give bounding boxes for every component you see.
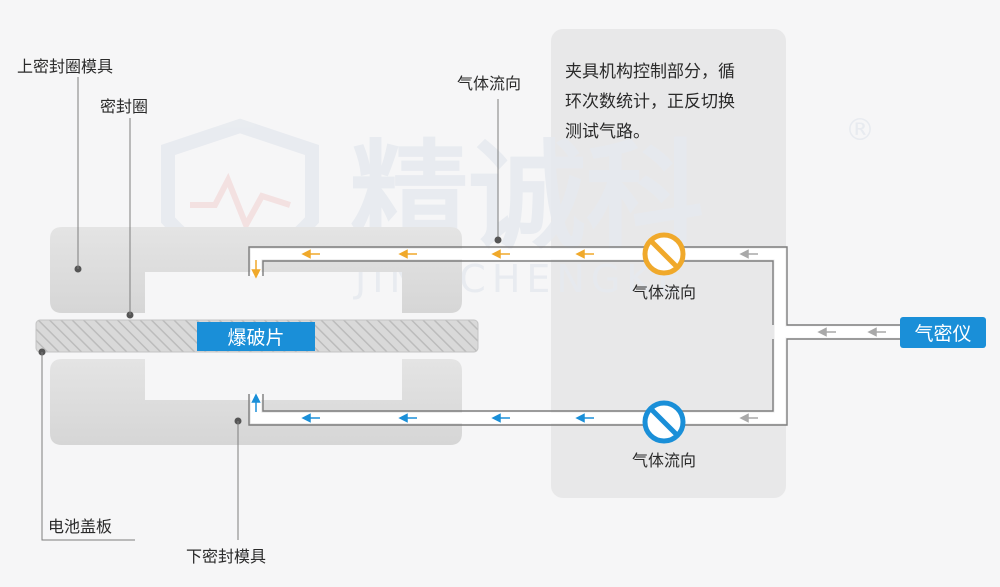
flow-arrow-up: [251, 393, 261, 412]
upper-flow-arrows: [251, 249, 594, 279]
flow-arrow-left: [491, 249, 510, 259]
upper-mold-label: 上密封圈模具: [17, 57, 113, 76]
rupture-disc-label: 爆破片: [227, 327, 284, 349]
flow-arrow-left: [398, 413, 417, 423]
flow-arrow-left: [575, 249, 594, 259]
flow-arrow-left: [398, 249, 417, 259]
battery-cover-label: 电池盖板: [48, 517, 112, 536]
lower-mold-label: 下密封模具: [186, 547, 266, 566]
gas-flow-lower-valve-label: 气体流向: [632, 451, 696, 470]
gas-flow-upper-valve-label: 气体流向: [632, 283, 696, 302]
flow-arrow-left: [491, 413, 510, 423]
watermark-registered: ®: [845, 113, 875, 148]
control-note-line1: 夹具机构控制部分，循: [565, 62, 735, 82]
gas-flow-pointer-dot: [494, 236, 502, 244]
instrument-label: 气密仪: [914, 323, 971, 345]
control-note-line2: 环次数统计，正反切换: [565, 92, 735, 112]
flow-arrow-left: [301, 413, 320, 423]
flow-arrow-left: [575, 413, 594, 423]
flow-arrow-left: [817, 327, 836, 337]
gas-tubing: [248, 246, 900, 426]
flow-arrow-down: [251, 260, 261, 279]
rupture-disc-chip: [197, 322, 315, 351]
upper-valve-icon: [642, 232, 686, 276]
seal-ring-label: 密封圈: [100, 97, 148, 116]
flow-arrow-left: [867, 327, 886, 337]
flow-arrow-left: [301, 249, 320, 259]
gas-flow-top-label: 气体流向: [457, 74, 521, 93]
control-note-line3: 测试气路。: [565, 122, 650, 142]
flow-arrow-left: [739, 413, 758, 423]
leader-lines: [41, 77, 499, 541]
supply-flow-arrows: [739, 249, 886, 423]
lower-valve-icon: [642, 400, 686, 444]
battery-cover-leader: [41, 352, 135, 541]
watermark-pulse-icon: [190, 172, 291, 232]
instrument-chip: [900, 317, 986, 348]
flow-arrow-left: [739, 249, 758, 259]
lower-flow-arrows: [251, 393, 594, 423]
